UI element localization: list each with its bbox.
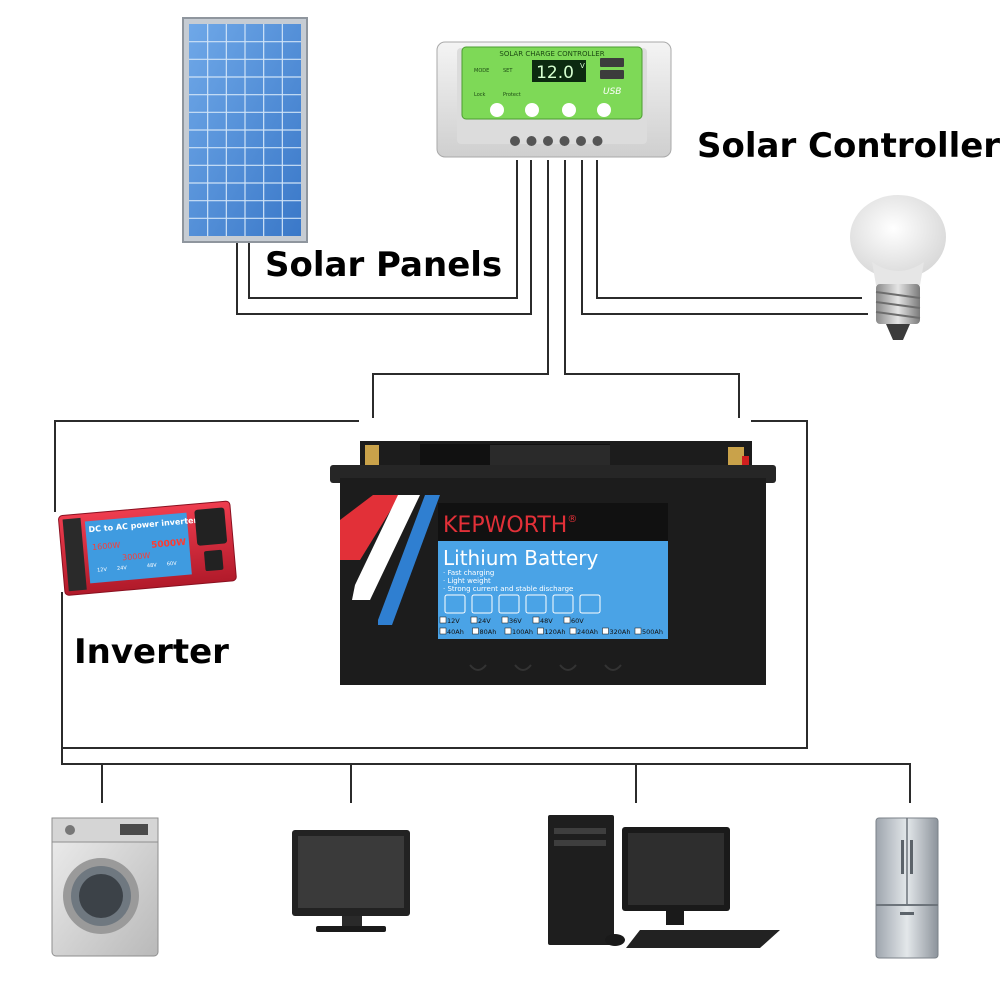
usb-port-icon	[600, 58, 624, 67]
wire-inverter-positive	[61, 420, 808, 749]
battery-option-checkbox	[439, 616, 447, 624]
wire-panel-negative	[248, 160, 518, 299]
controller-caption: MODE	[474, 68, 489, 74]
inverter-rating: 5000W	[151, 538, 187, 551]
battery-option-label: 320Ah	[610, 628, 631, 636]
inverter-voltage: 48V	[147, 562, 158, 569]
battery-option-label: 60V	[571, 617, 584, 625]
battery-option-label: 12V	[447, 617, 460, 625]
terminal-screw	[559, 136, 570, 146]
inverter-voltage: 24V	[117, 565, 128, 572]
wire-panel-positive	[236, 160, 532, 315]
controller-title: SOLAR CHARGE CONTROLLER	[499, 50, 604, 58]
wiring	[54, 160, 911, 803]
battery-option-checkbox	[501, 616, 509, 624]
ac-outlet-icon	[194, 507, 228, 546]
terminal-screw	[526, 136, 537, 146]
battery-option-label: 120Ah	[545, 628, 566, 636]
battery-feature: · Light weight	[443, 577, 491, 585]
wire-load-positive	[581, 160, 868, 315]
lithium-battery-icon: KEPWORTH® Lithium Battery · Fast chargin…	[330, 441, 776, 685]
battery-option-checkbox	[634, 627, 642, 635]
battery-feature: · Strong current and stable discharge	[443, 585, 573, 593]
battery-option-checkbox	[532, 616, 540, 624]
controller-button	[562, 103, 576, 117]
controller-caption: Lock	[474, 92, 486, 98]
battery-option-checkbox	[504, 627, 512, 635]
inverter-voltage: 12V	[97, 567, 108, 574]
desktop-computer-icon	[548, 815, 780, 948]
solar-controller-label: Solar Controller	[697, 126, 1000, 166]
battery-brand-name: KEPWORTH	[443, 513, 567, 538]
battery-brand: KEPWORTH®	[443, 513, 577, 538]
battery-feature: · Fast charging	[443, 569, 494, 577]
controller-button	[490, 103, 504, 117]
controller-button	[597, 103, 611, 117]
battery-option-checkbox	[602, 627, 609, 635]
battery-option-label: 36V	[509, 617, 522, 625]
battery-option-label: 500Ah	[642, 628, 663, 636]
washing-machine-icon	[51, 817, 159, 957]
battery-option-label: 24V	[478, 617, 491, 625]
battery-application-icon	[525, 594, 547, 614]
usb-port-icon	[600, 70, 624, 79]
battery-option-label: 80Ah	[480, 628, 497, 636]
terminal-screw	[543, 136, 553, 146]
controller-button	[525, 103, 539, 117]
terminal-screw	[510, 136, 520, 146]
usb-label: USB	[603, 87, 621, 97]
controller-display-unit: V	[580, 62, 585, 70]
charge-controller-icon: SOLAR CHARGE CONTROLLER 12.0 V USB MODE …	[436, 41, 672, 158]
terminal-screw	[576, 136, 586, 146]
battery-application-icon	[579, 594, 601, 614]
battery-product: Lithium Battery	[443, 546, 598, 570]
battery-application-icon	[444, 594, 466, 614]
solar-panel-icon	[182, 17, 308, 243]
refrigerator-icon	[875, 817, 939, 959]
wire-ac-bus	[61, 748, 911, 803]
controller-caption: SET	[503, 68, 513, 74]
controller-caption: Protect	[503, 92, 521, 98]
battery-option-checkbox	[563, 616, 571, 624]
battery-application-icon	[552, 594, 574, 614]
power-inverter-icon: DC to AC power inverter 1600W 3000W 5000…	[58, 500, 237, 596]
inverter-rating: 3000W	[122, 551, 151, 562]
inverter-switch-icon	[204, 549, 224, 572]
battery-option-label: 240Ah	[577, 628, 598, 636]
battery-application-icon	[471, 594, 493, 614]
battery-terminal-negative	[365, 445, 379, 467]
light-bulb-icon	[850, 195, 946, 340]
battery-option-checkbox	[472, 627, 479, 635]
monitor-icon	[292, 830, 410, 932]
inverter-voltage: 60V	[167, 561, 178, 568]
wire-battery-positive	[564, 160, 740, 418]
battery-option-checkbox	[569, 627, 577, 635]
battery-option-checkbox	[439, 627, 447, 635]
battery-terminal-positive	[728, 447, 744, 469]
battery-option-checkbox	[537, 627, 544, 635]
inverter-rating: 1600W	[92, 541, 121, 552]
terminal-screw	[592, 136, 603, 146]
inverter-label: Inverter	[74, 632, 229, 672]
wire-inverter-negative	[54, 420, 359, 512]
battery-brand-mark: ®	[567, 514, 577, 525]
battery-application-icon	[498, 594, 520, 614]
battery-option-label: 40Ah	[447, 628, 464, 636]
controller-display	[532, 60, 586, 82]
controller-display-value: 12.0	[536, 63, 574, 83]
battery-option-checkbox	[470, 616, 478, 624]
wire-battery-negative	[372, 160, 549, 418]
solar-panels-label: Solar Panels	[265, 245, 503, 285]
battery-option-label: 48V	[540, 617, 553, 625]
wire-load-negative	[596, 160, 862, 299]
battery-option-label: 100Ah	[512, 628, 533, 636]
